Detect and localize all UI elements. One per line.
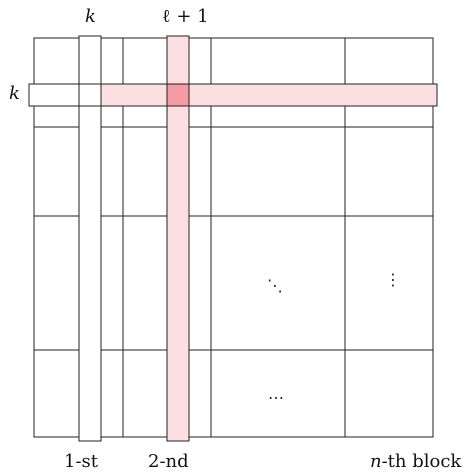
block-2nd-label: 2-nd (148, 451, 189, 472)
column-k-label: k (85, 6, 96, 27)
row-k-band-highlight (100, 83, 438, 107)
horizontal-dots-icon: … (268, 384, 284, 403)
block-nth-suffix: -th block (381, 451, 462, 472)
vertical-dots-icon: ⋮ (385, 270, 401, 289)
block-nth-label: n-th block (370, 453, 461, 471)
column-l-plus-1-band (166, 35, 190, 442)
block-1st-label: 1-st (64, 451, 99, 472)
column-k-band (78, 35, 102, 442)
block-nth-var: n (370, 451, 382, 472)
row-k-label: k (9, 83, 20, 104)
column-l-plus-1-label: ℓ + 1 (162, 6, 209, 27)
diagonal-dots-icon: ⋱ (267, 276, 283, 295)
intersection-cell (166, 83, 190, 107)
matrix-outline (33, 37, 434, 438)
